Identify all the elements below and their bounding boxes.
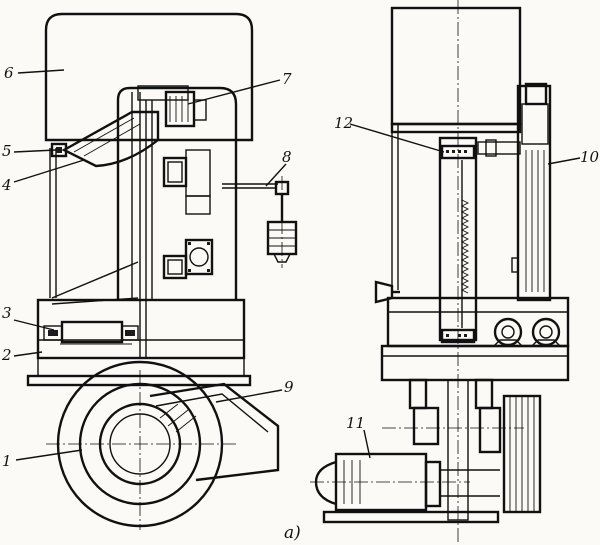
callout-8: 8	[282, 148, 292, 166]
callout-9: 9	[284, 378, 294, 396]
figure-caption: а)	[284, 523, 301, 543]
leader-lines	[13, 69, 581, 461]
callout-10: 10	[580, 148, 600, 166]
tension-arm	[61, 110, 160, 168]
callout-3: 3	[2, 304, 12, 322]
machine-column	[116, 86, 238, 300]
callout-labels: 6 7 5 4 8 3 2 9 1 12 10 11 а)	[1, 64, 600, 543]
callout-6: 6	[4, 64, 14, 82]
callout-12: 12	[334, 114, 353, 132]
callout-1: 1	[2, 452, 12, 470]
side-view	[310, 0, 570, 545]
callout-4: 4	[1, 176, 12, 194]
drive-belt	[149, 382, 280, 482]
side-column	[438, 136, 478, 342]
band-guide	[516, 84, 552, 302]
callout-7: 7	[282, 70, 292, 88]
callout-11: 11	[346, 414, 365, 432]
work-table	[36, 298, 246, 360]
upper-wheel-housing	[44, 12, 254, 142]
callout-5: 5	[2, 142, 12, 160]
callout-2: 2	[1, 346, 12, 364]
side-roller-b	[531, 317, 561, 347]
side-roller-a	[493, 317, 523, 347]
front-view	[26, 12, 298, 530]
